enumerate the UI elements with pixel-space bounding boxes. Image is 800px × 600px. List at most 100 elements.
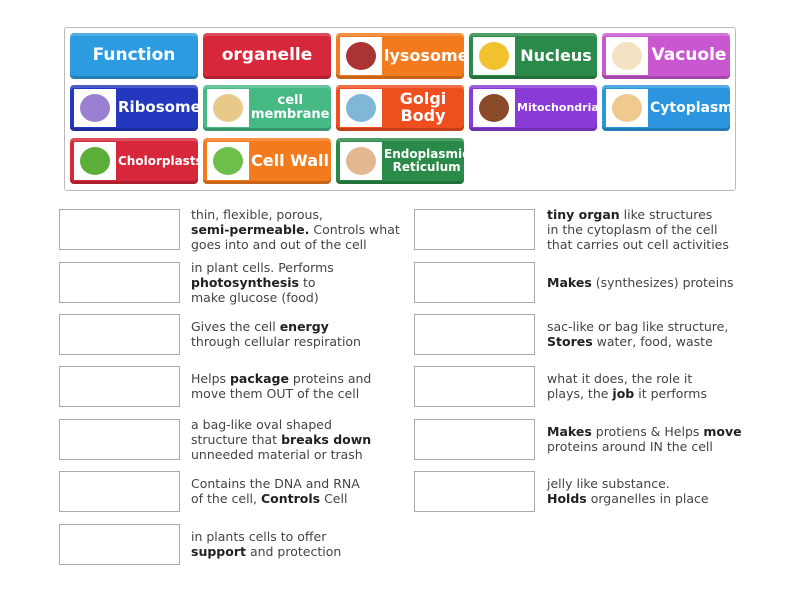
tile-cholorplasts[interactable]: Cholorplasts	[70, 138, 198, 184]
tile-label: Ribosome	[118, 98, 198, 117]
tile-label: Cell Wall	[251, 150, 329, 170]
text: that carries out cell activities	[547, 236, 729, 252]
tile-lysosome[interactable]: lysosome	[336, 33, 464, 79]
organelle-image	[74, 142, 116, 180]
organelle-image	[473, 89, 515, 127]
tile-label: Mitochondria	[517, 101, 597, 115]
text: water, food, waste	[592, 334, 713, 349]
drop-target[interactable]	[414, 419, 535, 460]
tile-cell-wall[interactable]: Cell Wall	[203, 138, 331, 184]
organelle-image	[340, 89, 382, 127]
tile-label: Vacuole	[651, 45, 727, 66]
text: unneeded material or trash	[191, 446, 363, 462]
drop-target[interactable]	[59, 366, 180, 407]
text: in plant cells. Performs	[191, 259, 334, 275]
drop-target[interactable]	[414, 471, 535, 512]
bold-text: Makes	[547, 274, 592, 290]
text: it performs	[634, 386, 707, 401]
bold-text: package	[229, 371, 289, 386]
bold-text: Controls	[260, 491, 321, 506]
drop-target[interactable]	[414, 314, 535, 355]
text: make glucose (food)	[191, 289, 319, 305]
text: structure that	[191, 431, 282, 447]
drop-target[interactable]	[59, 314, 180, 355]
organelle-image	[207, 89, 249, 127]
tile-label: Golgi Body	[399, 89, 447, 125]
text: Cell	[320, 491, 348, 506]
text: of the cell,	[191, 491, 261, 506]
drop-target[interactable]	[59, 524, 180, 565]
drop-target[interactable]	[414, 366, 535, 407]
tile-endoplasmic-reticulum[interactable]: Endoplasmic Reticulum	[336, 138, 464, 184]
drop-target[interactable]	[414, 209, 535, 250]
drop-target[interactable]	[59, 419, 180, 460]
drop-target[interactable]	[59, 209, 180, 250]
text: move them OUT of the cell	[191, 386, 360, 401]
text: in the cytoplasm of the cell	[547, 221, 718, 237]
tile-ribosome[interactable]: Ribosome	[70, 85, 198, 131]
text: Contains the DNA and RNA	[191, 476, 360, 491]
description: jelly like substance.Holds organelles in…	[547, 476, 709, 506]
description: Makes (synthesizes) proteins	[547, 275, 734, 290]
bold-text: Makes	[547, 424, 592, 439]
tile-golgi-body[interactable]: Golgi Body	[336, 85, 464, 131]
tile-label: Cholorplasts	[118, 153, 198, 168]
text: organelles in place	[586, 491, 709, 506]
bold-text: job	[612, 386, 635, 401]
text: goes into and out of the cell	[191, 236, 367, 252]
drop-target[interactable]	[59, 471, 180, 512]
bold-text: energy	[279, 319, 329, 334]
organelle-image	[207, 142, 249, 180]
bold-text: Holds	[547, 491, 587, 506]
text: and protection	[245, 544, 342, 559]
text: plays, the	[547, 386, 613, 401]
description: thin, flexible, porous,semi-permeable. C…	[191, 207, 400, 252]
tile-mitochondria[interactable]: Mitochondria	[469, 85, 597, 131]
text: Controls what	[309, 221, 400, 237]
tile-nucleus[interactable]: Nucleus	[469, 33, 597, 79]
text: protiens & Helps	[591, 424, 704, 439]
tile-organelle[interactable]: organelle	[203, 33, 331, 79]
bold-text: breaks down	[281, 431, 372, 447]
organelle-image	[74, 89, 116, 127]
text: like structures	[619, 206, 713, 222]
text: thin, flexible, porous,	[191, 206, 323, 222]
bold-text: photosynthesis	[191, 274, 300, 290]
description: sac-like or bag like structure,Stores wa…	[547, 319, 728, 349]
tile-vacuole[interactable]: Vacuole	[602, 33, 730, 79]
drop-target[interactable]	[414, 262, 535, 303]
bold-text: move	[703, 424, 742, 439]
bold-text: semi-permeable.	[191, 221, 310, 237]
text: sac-like or bag like structure,	[547, 319, 729, 334]
bold-text: Stores	[547, 334, 593, 349]
text: to	[299, 274, 316, 290]
organelle-image	[473, 37, 515, 75]
tile-label: Endoplasmic Reticulum	[384, 147, 464, 174]
drop-target[interactable]	[59, 262, 180, 303]
text: a bag-like oval shaped	[191, 416, 332, 432]
tile-cell-membrane[interactable]: cell membrane	[203, 85, 331, 131]
tile-cytoplasm[interactable]: Cytoplasm	[602, 85, 730, 131]
tile-function[interactable]: Function	[70, 33, 198, 79]
text: through cellular respiration	[191, 334, 361, 349]
text: Helps	[191, 371, 230, 386]
bold-text: support	[191, 544, 246, 559]
tile-label: Nucleus	[520, 45, 592, 65]
bold-text: tiny organ	[547, 206, 620, 222]
text: what it does, the role it	[547, 371, 693, 386]
text: proteins and	[288, 371, 372, 386]
tile-label: organelle	[221, 45, 313, 66]
text: proteins around IN the cell	[547, 439, 713, 454]
tile-label: Cytoplasm	[650, 99, 730, 116]
text: (synthesizes) proteins	[591, 274, 734, 290]
organelle-image	[340, 142, 382, 180]
